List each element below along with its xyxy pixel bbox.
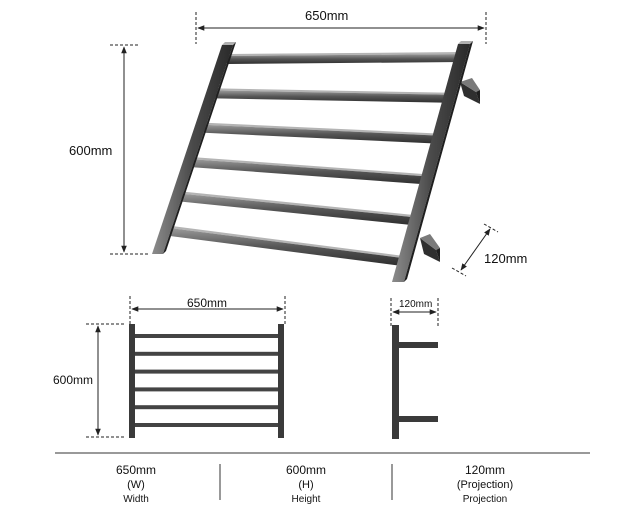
iso-wall-bracket-bottom <box>420 234 440 262</box>
side-view <box>390 298 439 439</box>
iso-width-dimension <box>195 12 487 44</box>
iso-rung <box>215 88 452 103</box>
front-height-dimension <box>86 323 124 438</box>
iso-view <box>110 12 499 282</box>
side-bracket-top <box>399 342 438 348</box>
iso-rung <box>181 191 416 226</box>
front-width-label: 650mm <box>187 296 228 310</box>
spec-width-unit: (W) <box>127 479 145 491</box>
spec-height: 600mm (H) Height <box>226 462 386 507</box>
front-rung <box>135 334 278 338</box>
side-post <box>392 325 399 439</box>
iso-left-post <box>152 42 236 254</box>
iso-rung <box>192 157 428 185</box>
spec-projection-value: 120mm <box>464 463 505 477</box>
iso-wall-bracket-top <box>460 78 480 104</box>
spec-projection: 120mm (Projection) Projection <box>405 462 565 507</box>
iso-rung <box>204 122 440 144</box>
iso-rungs <box>170 52 464 266</box>
spec-height-value: 600mm <box>285 463 326 477</box>
iso-right-post <box>392 41 473 282</box>
front-height-label: 600mm <box>53 373 94 387</box>
spec-width-value: 650mm <box>115 463 156 477</box>
front-right-post <box>278 324 284 438</box>
front-rung <box>135 351 278 356</box>
front-rungs <box>135 334 278 427</box>
spec-height-name: Height <box>291 494 321 505</box>
side-bracket-bottom <box>399 416 438 422</box>
front-rung <box>135 369 278 374</box>
iso-height-label: 600mm <box>69 143 113 158</box>
iso-height-dimension <box>110 44 148 255</box>
spec-projection-name: Projection <box>462 494 508 505</box>
side-projection-dimension <box>390 298 439 328</box>
iso-rung <box>227 52 464 64</box>
spec-width-name: Width <box>123 494 149 505</box>
front-rung <box>135 423 278 427</box>
front-rung <box>135 387 278 392</box>
iso-rung <box>170 226 404 266</box>
iso-width-label: 650mm <box>305 8 349 23</box>
iso-projection-dimension <box>451 223 499 277</box>
spec-projection-unit: (Projection) <box>456 479 514 491</box>
spec-width: 650mm (W) Width <box>56 462 216 507</box>
front-rung <box>135 405 278 410</box>
front-width-dimension <box>129 296 286 326</box>
front-view <box>86 296 286 438</box>
front-left-post <box>129 324 135 438</box>
spec-height-unit: (H) <box>298 479 314 491</box>
side-projection-label: 120mm <box>399 299 433 310</box>
spec-table-lines <box>55 452 590 500</box>
iso-projection-label: 120mm <box>484 251 528 266</box>
